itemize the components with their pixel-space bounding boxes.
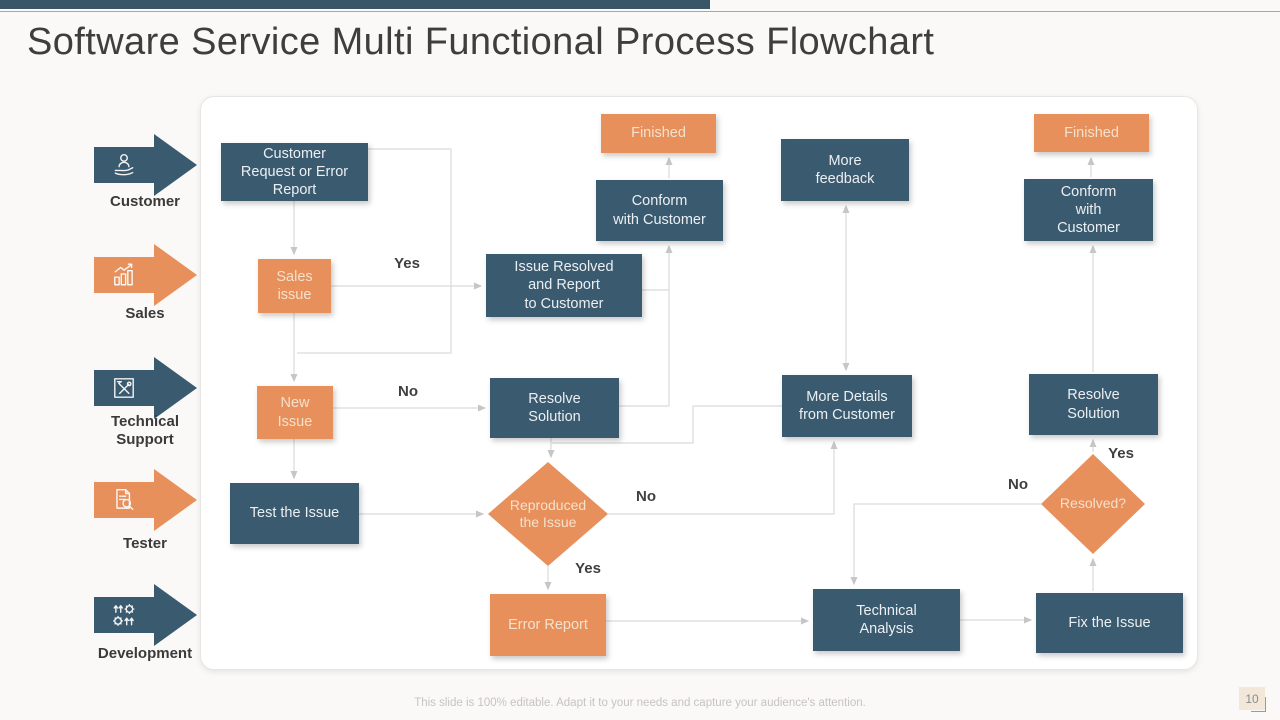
node-conform-customer-left: Conform with Customer — [596, 180, 723, 241]
right-arrow-shape — [94, 134, 197, 196]
editable-note: This slide is 100% editable. Adapt it to… — [414, 697, 866, 709]
node-finished-right: Finished — [1034, 114, 1149, 152]
lane-arrow-sales — [94, 244, 198, 306]
node-resolved-decision: Resolved? — [1041, 454, 1145, 554]
lane-label-technical-support: Technical Support — [110, 413, 180, 448]
edge-label-yes: Yes — [575, 560, 601, 577]
header-divider — [0, 11, 1280, 12]
right-arrow-shape — [94, 357, 197, 419]
node-new-issue: New Issue — [257, 386, 333, 439]
node-resolve-solution-left: Resolve Solution — [490, 378, 619, 438]
customer-support-icon — [114, 154, 134, 176]
node-error-report: Error Report — [490, 594, 606, 656]
right-arrow-shape — [94, 584, 197, 646]
lane-arrow-technical-support — [94, 357, 198, 419]
right-arrow-shape — [94, 469, 197, 531]
lane-arrow-customer — [94, 134, 198, 196]
node-issue-resolved: Issue Resolved and Report to Customer — [486, 254, 642, 317]
lane-label-customer: Customer — [109, 193, 180, 210]
lane-label-tester: Tester — [123, 535, 167, 552]
right-arrow-shape — [94, 244, 197, 306]
node-sales-issue: Sales issue — [258, 259, 331, 313]
test-document-icon — [116, 489, 134, 510]
lane-arrow-development — [94, 584, 198, 646]
node-fix-the-issue: Fix the Issue — [1036, 593, 1183, 653]
technical-tools-icon — [114, 378, 134, 398]
node-technical-analysis: Technical Analysis — [813, 589, 960, 651]
top-accent-bar — [0, 0, 710, 9]
page-title: Software Service Multi Functional Proces… — [27, 21, 935, 63]
edge-label-no: No — [636, 488, 656, 505]
node-test-the-issue: Test the Issue — [230, 483, 359, 544]
edge-label-no: No — [398, 383, 418, 400]
edge-label-yes: Yes — [394, 255, 420, 272]
lane-label-sales: Sales — [125, 305, 165, 322]
sales-growth-icon — [114, 263, 133, 286]
development-gears-icon — [113, 604, 135, 626]
node-resolve-solution-right: Resolve Solution — [1029, 374, 1158, 435]
node-conform-customer-right: Conform with Customer — [1024, 179, 1153, 241]
edge-label-no: No — [1008, 476, 1028, 493]
node-customer-request: Customer Request or Error Report — [221, 143, 368, 201]
page-number-badge: 10 — [1239, 687, 1265, 710]
node-reproduced-the-issue-decision: Reproduced the Issue — [488, 462, 608, 566]
flowchart-panel: Customer Request or Error Report Sales i… — [200, 96, 1198, 670]
lane-label-development: Development — [97, 645, 193, 662]
node-more-feedback: More feedback — [781, 139, 909, 201]
lane-arrow-tester — [94, 469, 198, 531]
connector-line — [850, 503, 1041, 586]
node-more-details: More Details from Customer — [782, 375, 912, 437]
node-finished-left: Finished — [601, 114, 716, 153]
edge-label-yes: Yes — [1108, 445, 1134, 462]
page-number-bracket — [1251, 697, 1266, 712]
